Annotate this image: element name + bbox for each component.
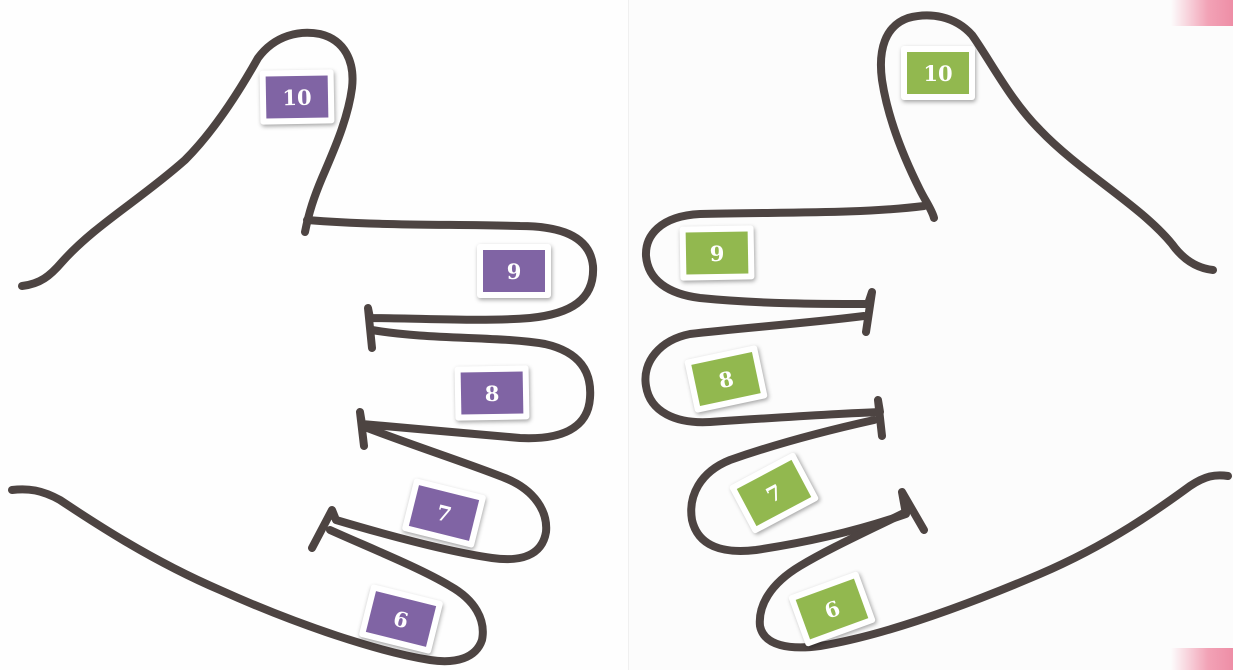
finger-label-left-9-text: 9	[483, 250, 545, 292]
right-hand-finger-8-outline	[645, 316, 882, 436]
finger-label-right-10: 10	[901, 46, 975, 100]
finger-label-left-10: 10	[260, 69, 335, 124]
finger-label-right-9-text: 9	[686, 231, 749, 274]
finger-label-left-6-text: 6	[366, 591, 436, 647]
finger-label-left-10-text: 10	[266, 75, 329, 118]
finger-label-left-9: 9	[477, 244, 551, 298]
right-hand-outline	[645, 15, 1228, 647]
left-hand-outline	[12, 33, 593, 661]
finger-label-right-10-text: 10	[907, 52, 969, 94]
finger-label-left-8-text: 8	[461, 371, 524, 414]
finger-label-right-8-text: 8	[691, 352, 760, 406]
finger-label-right-9: 9	[680, 225, 755, 280]
finger-label-left-7-text: 7	[409, 485, 479, 541]
finger-label-left-8: 8	[455, 365, 530, 420]
